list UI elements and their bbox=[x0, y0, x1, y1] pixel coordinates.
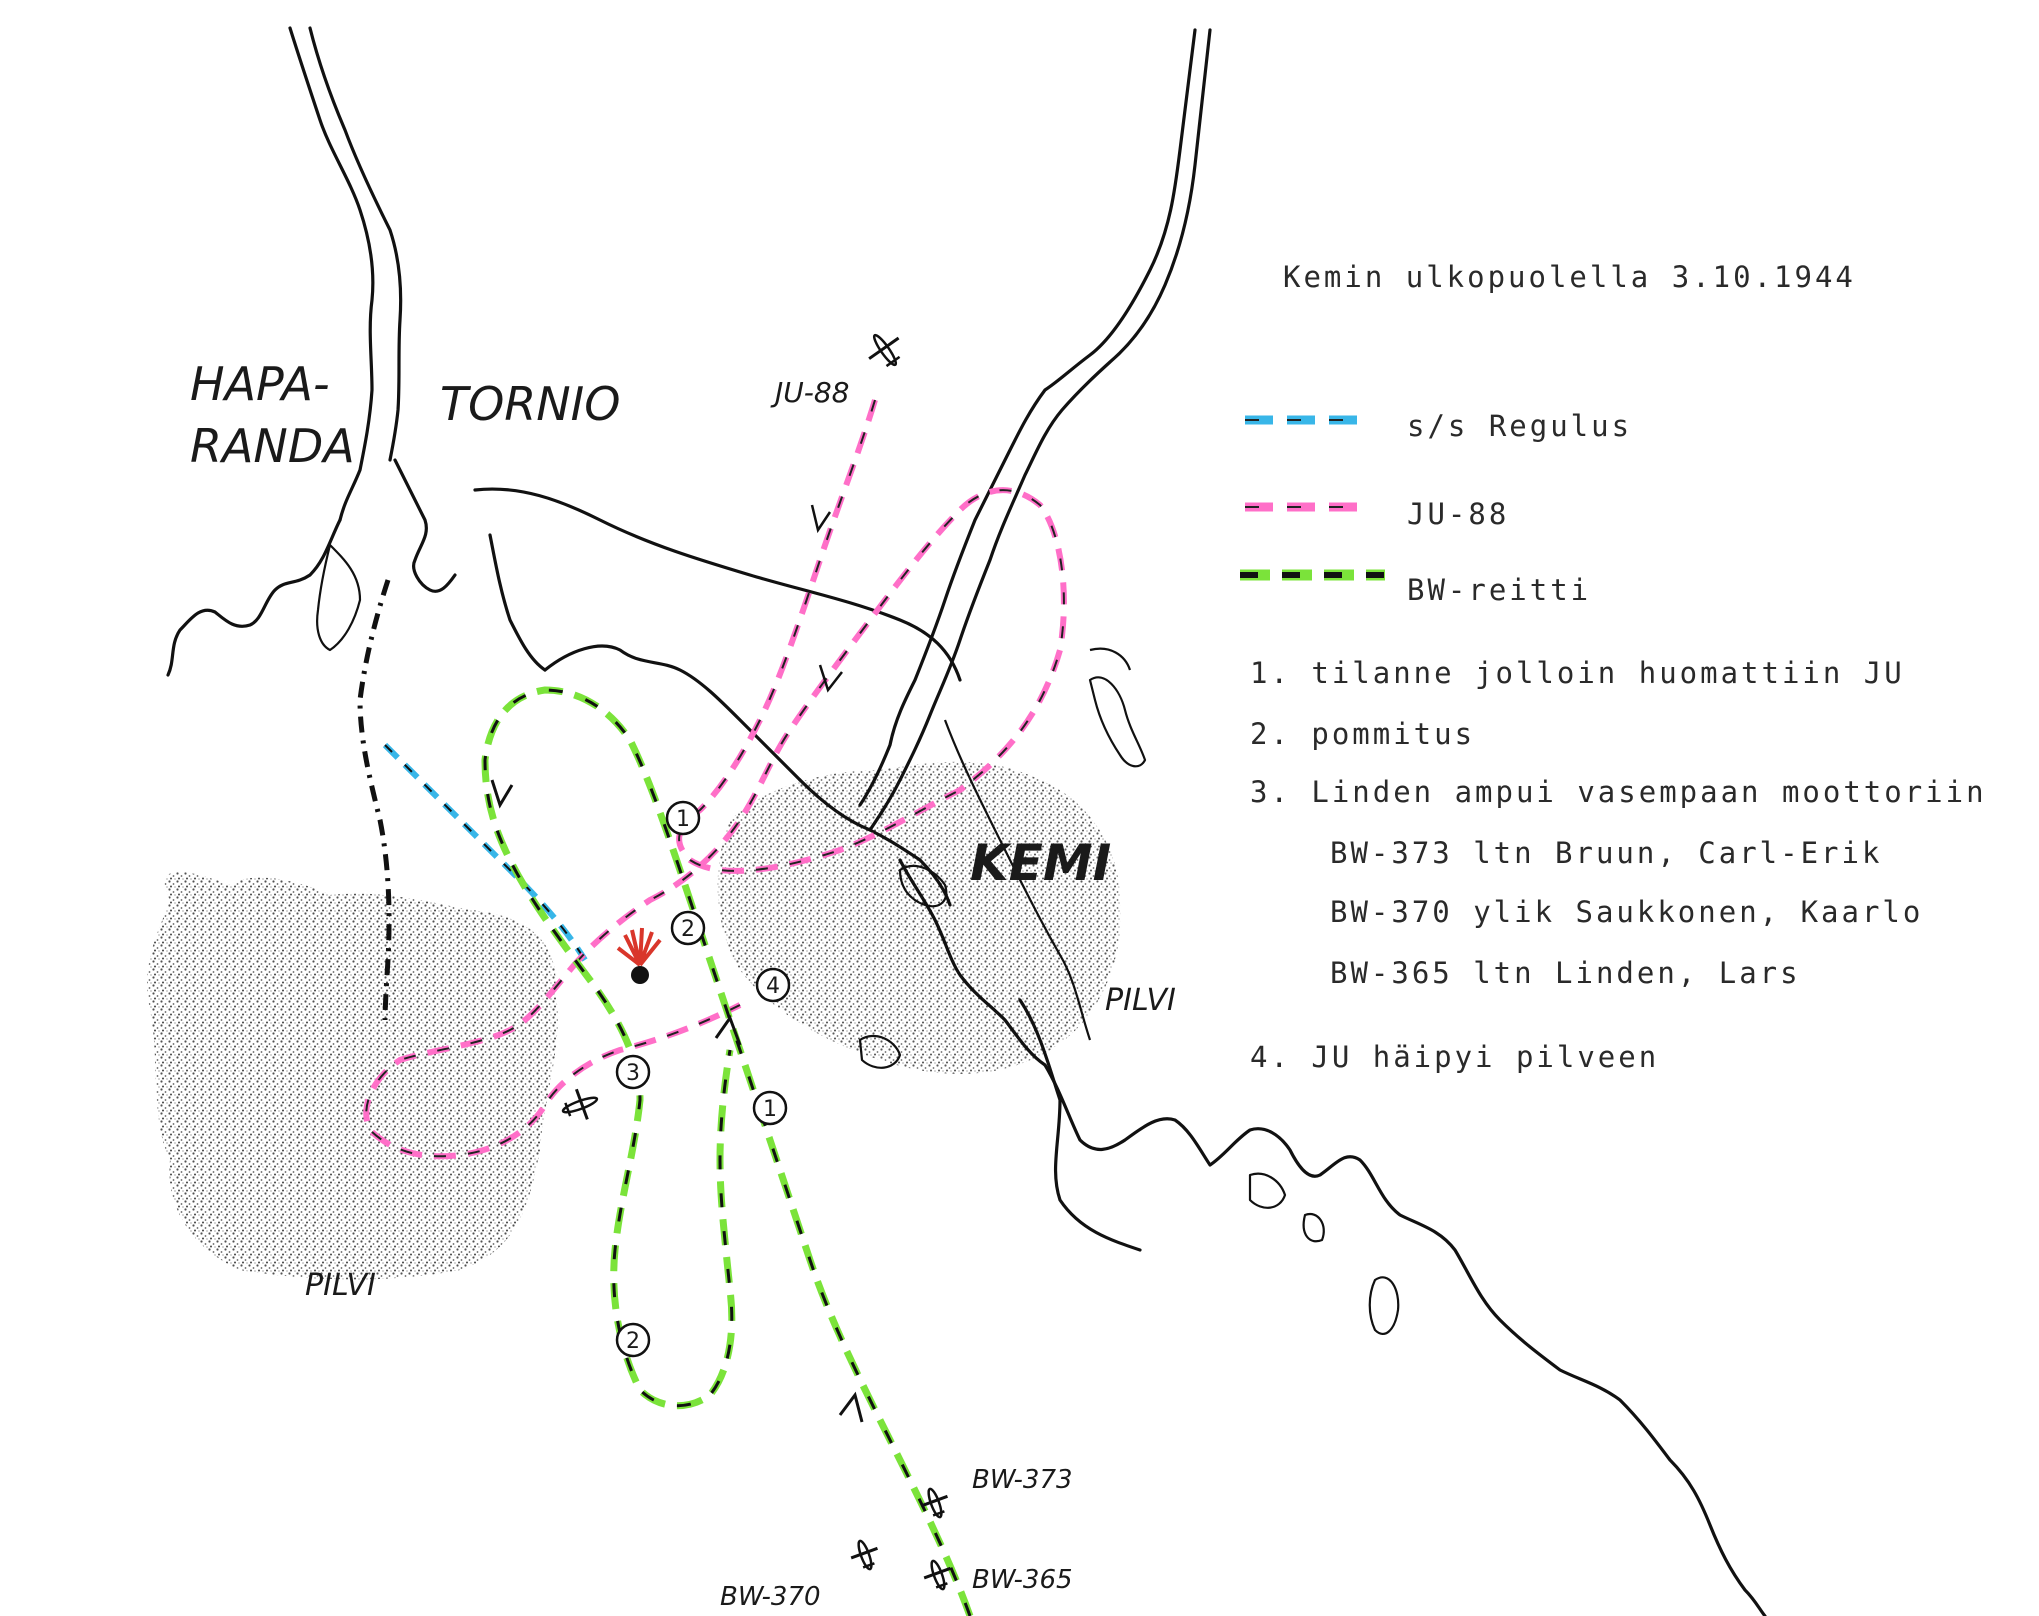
marker-1-bw: 1 bbox=[752, 1090, 788, 1126]
marker-2-ju: 2 bbox=[670, 910, 706, 946]
label-bw370: BW-370 bbox=[720, 1582, 821, 1612]
label-bw365: BW-365 bbox=[972, 1565, 1073, 1595]
aircraft-bw373-icon bbox=[920, 1487, 948, 1519]
label-cloud-right: PILVI bbox=[1105, 983, 1176, 1018]
label-ju88: JU-88 bbox=[770, 376, 849, 409]
svg-text:2: 2 bbox=[681, 917, 695, 942]
notes: 1. tilanne jolloin huomattiin JU 2. pomm… bbox=[1250, 656, 1987, 1074]
marker-2-bw: 2 bbox=[615, 1322, 651, 1358]
label-haparanda-1: HAPA- bbox=[190, 357, 330, 411]
marker-4: 4 bbox=[755, 967, 791, 1003]
crew-bw373: BW-373 ltn Bruun, Carl-Erik bbox=[1330, 836, 1882, 870]
note-3: 3. Linden ampui vasempaan moottoriin bbox=[1250, 775, 1987, 809]
route-ship-track bbox=[357, 579, 392, 1021]
note-4: 4. JU häipyi pilveen bbox=[1250, 1040, 1659, 1074]
aircraft-bw365-icon bbox=[923, 1559, 951, 1591]
legend-label-bw: BW-reitti bbox=[1407, 573, 1591, 607]
svg-text:4: 4 bbox=[766, 974, 780, 999]
svg-text:2: 2 bbox=[626, 1329, 640, 1354]
route-bw bbox=[481, 686, 974, 1616]
label-bw373: BW-373 bbox=[972, 1465, 1073, 1495]
page-title: Kemin ulkopuolella 3.10.1944 bbox=[1283, 260, 1856, 294]
crew-bw370: BW-370 ylik Saukkonen, Kaarlo bbox=[1330, 895, 1923, 929]
crew-bw365: BW-365 ltn Linden, Lars bbox=[1330, 956, 1801, 990]
label-kemi: KEMI bbox=[970, 834, 1111, 892]
legend-label-regulus: s/s Regulus bbox=[1407, 409, 1632, 443]
cloud-left bbox=[147, 871, 558, 1280]
legend-label-ju88: JU-88 bbox=[1407, 497, 1509, 531]
label-haparanda-2: RANDA bbox=[190, 419, 355, 473]
marker-1-ju: 1 bbox=[665, 800, 701, 836]
aircraft-ju88-icon bbox=[868, 333, 901, 368]
svg-text:1: 1 bbox=[676, 807, 690, 832]
label-tornio: TORNIO bbox=[440, 377, 620, 431]
note-1: 1. tilanne jolloin huomattiin JU bbox=[1250, 656, 1905, 690]
svg-text:1: 1 bbox=[763, 1097, 777, 1122]
note-2: 2. pommitus bbox=[1250, 717, 1475, 751]
aircraft-ju88-low-icon bbox=[561, 1088, 599, 1120]
label-cloud-left: PILVI bbox=[305, 1268, 376, 1303]
marker-3: 3 bbox=[615, 1054, 651, 1090]
coastline bbox=[166, 26, 1767, 1616]
route-regulus bbox=[382, 742, 588, 962]
explosion-icon bbox=[616, 927, 662, 984]
cloud-right bbox=[717, 761, 1121, 1074]
aircraft-bw370-icon bbox=[850, 1539, 878, 1571]
svg-text:3: 3 bbox=[626, 1061, 640, 1086]
legend: s/s Regulus JU-88 BW-reitti bbox=[1240, 409, 1632, 607]
